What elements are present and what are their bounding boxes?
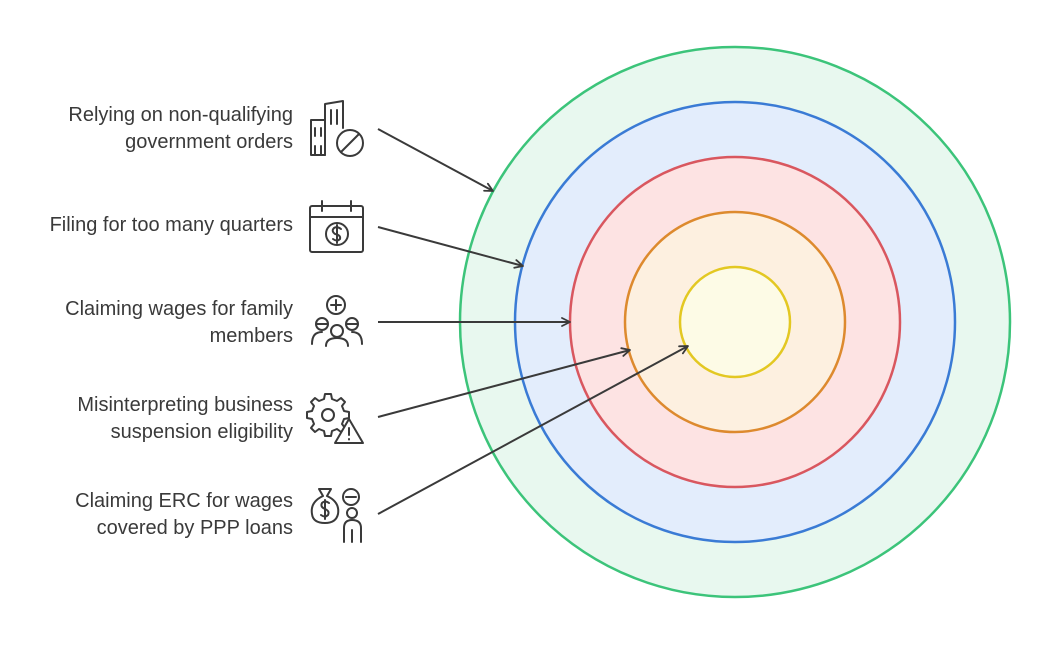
label-claiming-wages-family: Claiming wages for family members (0, 296, 293, 350)
label-4-line-1: Misinterpreting business (77, 394, 293, 416)
label-1-line-2: government orders (125, 131, 293, 153)
arrow-4 (377, 347, 631, 418)
family-plus-icon (311, 295, 363, 347)
label-4-line-2: suspension eligibility (110, 421, 293, 443)
gear-warning-icon (306, 393, 364, 444)
money-bag-person-icon (310, 488, 362, 543)
label-misinterpreting-suspension: Misinterpreting business suspension elig… (0, 392, 293, 446)
label-5-line-2: covered by PPP loans (96, 517, 293, 539)
label-filing-too-many-quarters: Filing for too many quarters (0, 212, 293, 239)
label-3-line-1: Claiming wages for family (65, 298, 293, 320)
label-relying-non-qualifying: Relying on non-qualifying government ord… (0, 102, 293, 156)
label-5-line-1: Claiming ERC for wages (75, 490, 293, 512)
arrow-2 (377, 226, 524, 269)
label-2-line-1: Filing for too many quarters (49, 214, 293, 236)
label-3-line-2: members (209, 325, 293, 347)
arrow-5 (377, 345, 689, 515)
arrow-1 (377, 128, 494, 192)
ring-inner-yellow (678, 265, 792, 379)
label-1-line-1: Relying on non-qualifying (68, 104, 293, 126)
label-claiming-erc-ppp: Claiming ERC for wages covered by PPP lo… (0, 488, 293, 542)
calendar-dollar-icon (309, 200, 364, 253)
building-ban-icon (310, 100, 364, 157)
